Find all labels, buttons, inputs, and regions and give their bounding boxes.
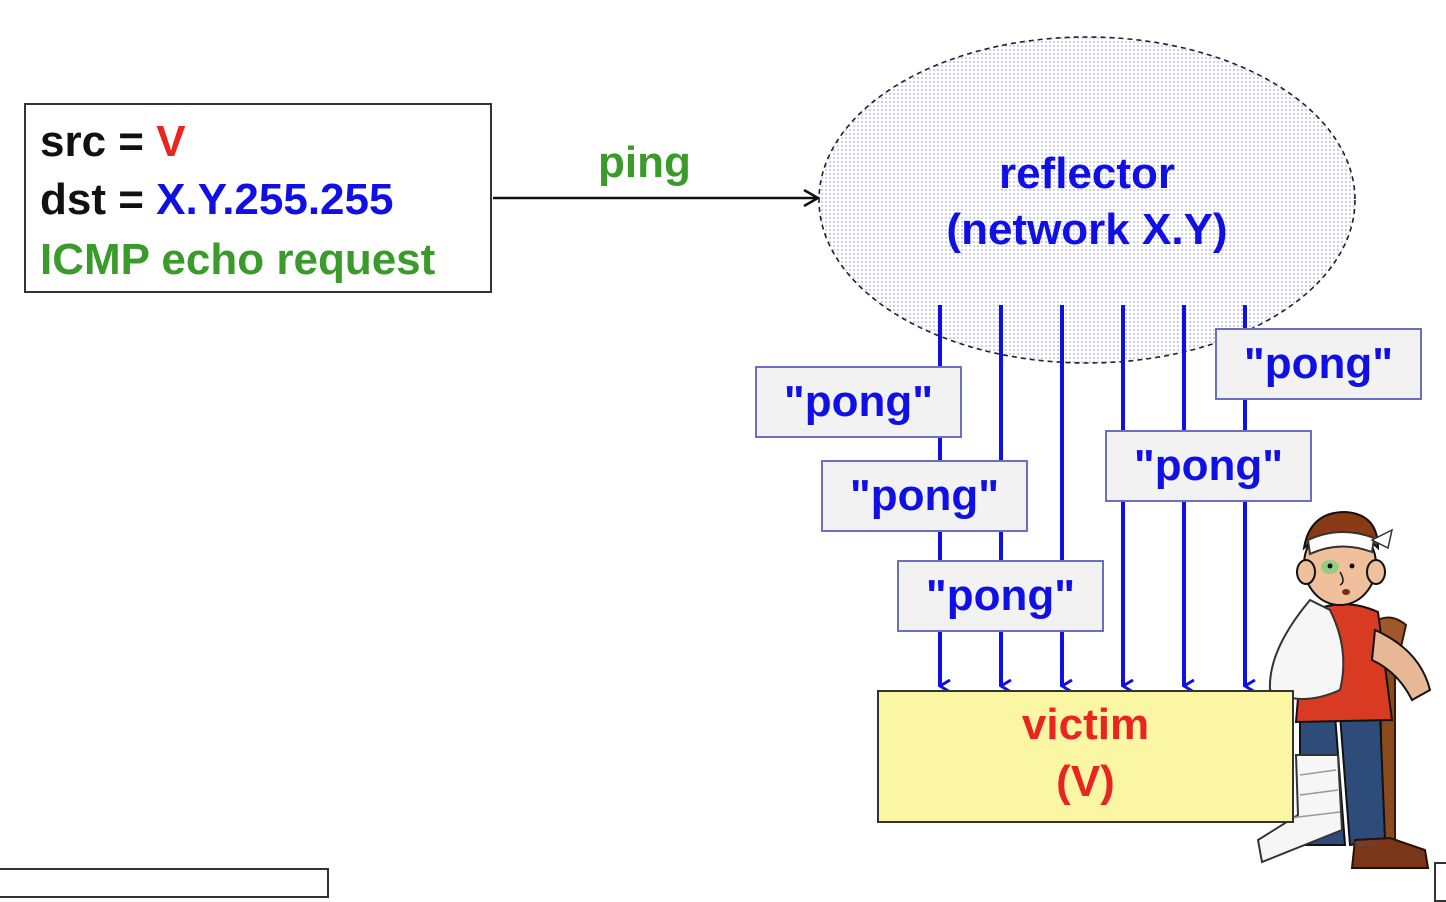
destination-value: X.Y.255.255 [156,175,394,224]
pong-box: "pong" [755,366,962,438]
pong-box: "pong" [897,560,1104,632]
source-label: src = [40,117,157,166]
injured-person-illustration: MARTIN [1256,510,1432,869]
svg-text:MARTIN: MARTIN [1354,841,1377,848]
ping-arrow [493,188,821,208]
reflector-network: (network X.Y) [946,205,1228,254]
bottom-partial-box [0,868,329,898]
protocol-line: ICMP echo request [40,235,436,284]
pong-box: "pong" [1215,328,1422,400]
victim-title: victim [1021,700,1150,749]
destination-label: dst = [40,175,157,224]
reflector-cloud [818,36,1356,364]
packet-header-box: src = V dst = X.Y.255.255 ICMP echo requ… [24,103,492,293]
corner-partial-box [1434,862,1446,902]
destination-line: dst = X.Y.255.255 [40,171,393,229]
victim-id: (V) [1056,757,1115,806]
victim-box [877,690,1294,823]
ping-label: ping [598,138,691,187]
pong-box: "pong" [1105,430,1312,502]
pong-box: "pong" [821,460,1028,532]
source-value: V [156,117,186,166]
source-line: src = V [40,113,186,171]
reflector-title: reflector [998,149,1176,198]
